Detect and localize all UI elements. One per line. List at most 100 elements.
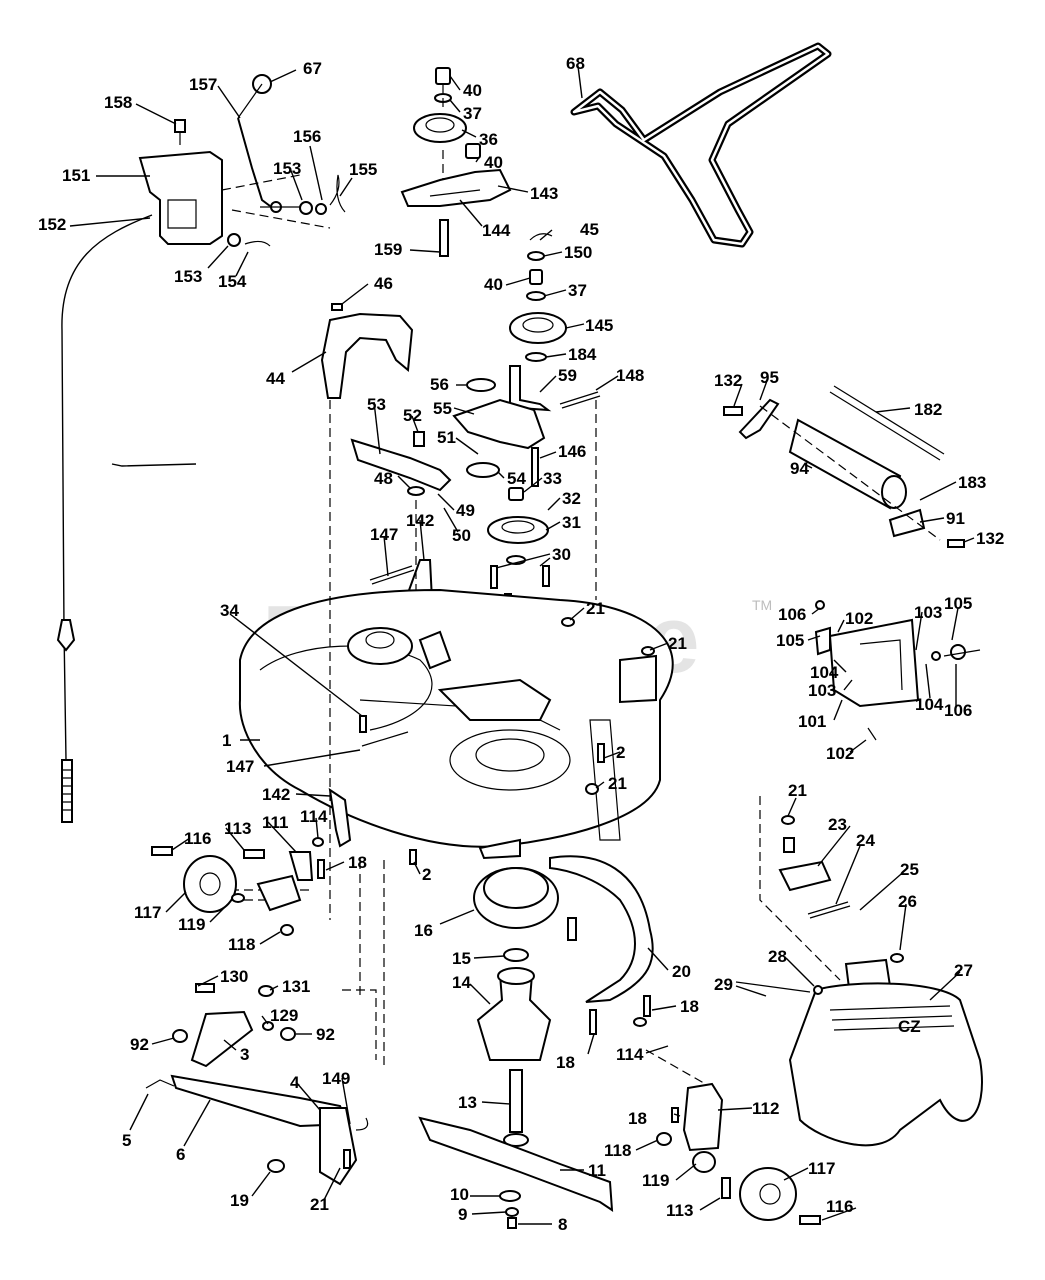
callout-21-b: 21 bbox=[668, 634, 687, 653]
callout-95: 95 bbox=[760, 368, 779, 387]
callout-5: 5 bbox=[122, 1131, 131, 1150]
callout-92: 92 bbox=[130, 1035, 149, 1054]
callout-6: 6 bbox=[176, 1145, 185, 1164]
callout-13: 13 bbox=[458, 1093, 477, 1112]
callout-113-right: 113 bbox=[666, 1201, 693, 1220]
callout-154: 154 bbox=[218, 272, 247, 291]
discharge-chute: CZ bbox=[735, 958, 983, 1147]
callout-106-right: 106 bbox=[944, 701, 972, 720]
callout-25: 25 bbox=[900, 860, 919, 879]
callout-15: 15 bbox=[452, 949, 471, 968]
callout-158: 158 bbox=[104, 93, 132, 112]
callout-184: 184 bbox=[568, 345, 597, 364]
callout-68: 68 bbox=[566, 54, 585, 73]
callout-103-lower: 103 bbox=[808, 681, 836, 700]
callout-54: 54 bbox=[507, 469, 526, 488]
callout-183: 183 bbox=[958, 473, 986, 492]
callout-53: 53 bbox=[367, 395, 386, 414]
callout-149: 149 bbox=[322, 1069, 350, 1088]
callout-46: 46 bbox=[374, 274, 393, 293]
callout-144: 144 bbox=[482, 221, 511, 240]
callout-112: 112 bbox=[752, 1099, 779, 1118]
svg-text:CZ: CZ bbox=[898, 1017, 921, 1036]
callout-105: 105 bbox=[776, 631, 804, 650]
callout-26: 26 bbox=[898, 892, 917, 911]
callout-1: 1 bbox=[222, 731, 231, 750]
callout-50: 50 bbox=[452, 526, 471, 545]
watermark-trademark: TM bbox=[752, 597, 772, 613]
callout-18-d: 18 bbox=[628, 1109, 647, 1128]
callout-113: 113 bbox=[224, 819, 251, 838]
callout-142-lower: 142 bbox=[262, 785, 290, 804]
callout-102-lower: 102 bbox=[826, 744, 854, 763]
callout-147-lower: 147 bbox=[226, 757, 254, 776]
callout-40-lower: 40 bbox=[484, 275, 503, 294]
mower-deck bbox=[238, 588, 674, 860]
callout-152: 152 bbox=[38, 215, 66, 234]
idler-pulley-stack-lower bbox=[509, 233, 601, 412]
callout-3: 3 bbox=[240, 1045, 249, 1064]
callout-11: 11 bbox=[588, 1161, 606, 1180]
callout-146: 146 bbox=[558, 442, 586, 461]
callout-157: 157 bbox=[189, 75, 217, 94]
callout-44: 44 bbox=[266, 369, 285, 388]
callout-9: 9 bbox=[458, 1205, 467, 1224]
callout-21-e: 21 bbox=[310, 1195, 329, 1214]
alignment-lines bbox=[230, 400, 841, 1091]
callout-30: 30 bbox=[552, 545, 571, 564]
callout-8: 8 bbox=[558, 1215, 567, 1234]
callout-55: 55 bbox=[433, 399, 452, 418]
height-adjust-linkage bbox=[145, 983, 369, 1186]
callout-148: 148 bbox=[616, 366, 644, 385]
callout-18-b: 18 bbox=[680, 997, 699, 1016]
callout-51: 51 bbox=[437, 428, 456, 447]
callout-130: 130 bbox=[220, 967, 248, 986]
callout-114-lower: 114 bbox=[616, 1045, 644, 1064]
callout-40-mid: 40 bbox=[484, 153, 503, 172]
callout-10: 10 bbox=[450, 1185, 469, 1204]
callout-92-right: 92 bbox=[316, 1025, 335, 1044]
callout-32: 32 bbox=[562, 489, 581, 508]
lift-lever-assembly bbox=[56, 74, 346, 823]
callout-117-right: 117 bbox=[808, 1159, 835, 1178]
callout-101: 101 bbox=[798, 712, 826, 731]
hardware-markers bbox=[312, 617, 795, 1035]
callout-129: 129 bbox=[270, 1006, 298, 1025]
callout-59: 59 bbox=[558, 366, 577, 385]
callout-117: 117 bbox=[134, 903, 161, 922]
callout-31: 31 bbox=[562, 513, 581, 532]
callout-116-right: 116 bbox=[826, 1197, 853, 1216]
callout-33: 33 bbox=[543, 469, 562, 488]
callout-49: 49 bbox=[456, 501, 475, 520]
spring-147b bbox=[361, 731, 409, 747]
callout-21-a: 21 bbox=[586, 599, 605, 618]
callout-119-right: 119 bbox=[642, 1171, 669, 1190]
callout-48: 48 bbox=[374, 469, 393, 488]
callout-16: 16 bbox=[414, 921, 433, 940]
callout-155: 155 bbox=[349, 160, 377, 179]
callout-21-d: 21 bbox=[788, 781, 807, 800]
callout-67: 67 bbox=[303, 59, 322, 78]
leader-lines bbox=[69, 65, 975, 1225]
callout-182: 182 bbox=[914, 400, 942, 419]
callout-24: 24 bbox=[856, 831, 875, 850]
callout-20: 20 bbox=[672, 962, 691, 981]
callout-131: 131 bbox=[282, 977, 310, 996]
idler-pulley-stack-upper bbox=[400, 67, 512, 257]
callout-4: 4 bbox=[290, 1073, 300, 1092]
callout-27: 27 bbox=[954, 961, 973, 980]
callout-119: 119 bbox=[178, 915, 205, 934]
callout-14: 14 bbox=[452, 973, 471, 992]
callout-18-c: 18 bbox=[556, 1053, 575, 1072]
callout-114: 114 bbox=[300, 807, 328, 826]
callout-18-a: 18 bbox=[348, 853, 367, 872]
callout-34: 34 bbox=[220, 601, 239, 620]
gauge-wheel-right bbox=[656, 1082, 821, 1225]
callout-150: 150 bbox=[564, 243, 592, 262]
callout-105-right: 105 bbox=[944, 594, 972, 613]
callout-145: 145 bbox=[585, 316, 613, 335]
callout-37-top: 37 bbox=[463, 104, 482, 123]
callout-118: 118 bbox=[228, 935, 255, 954]
callout-94: 94 bbox=[790, 459, 809, 478]
